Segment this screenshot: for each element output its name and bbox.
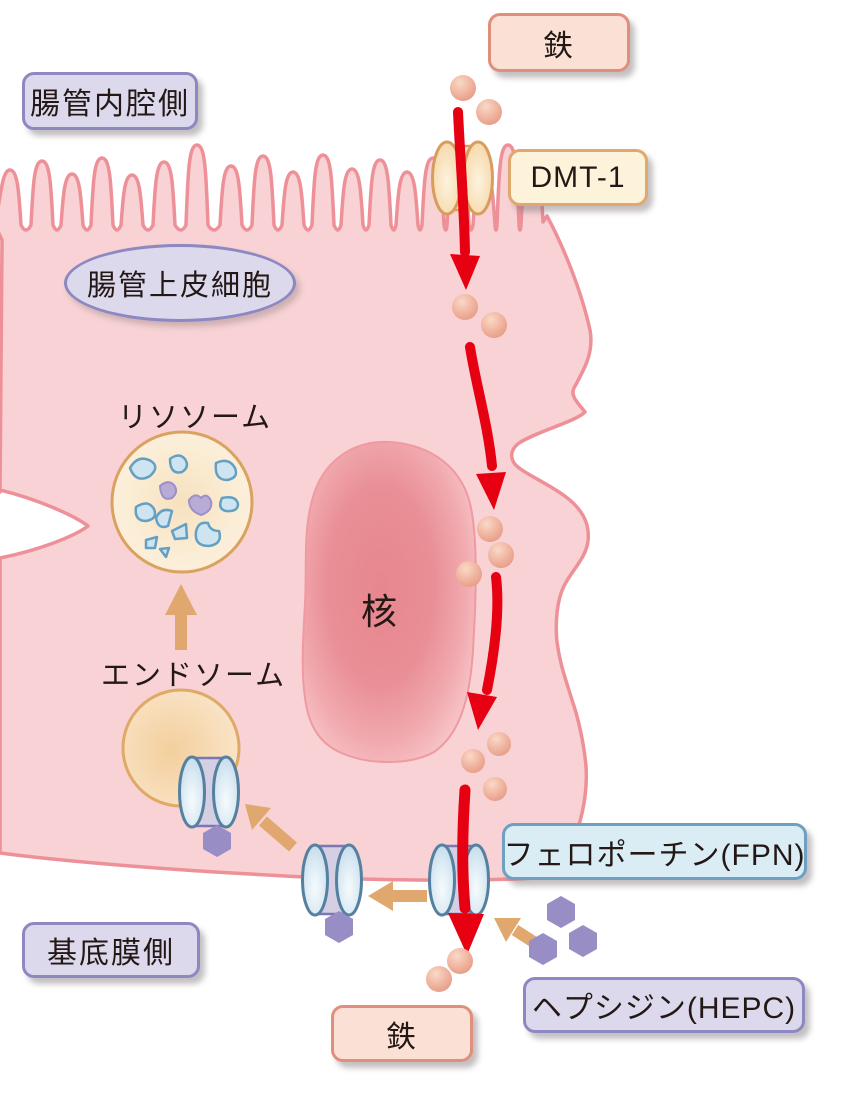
label-ferroportin: フェロポーチン(FPN) (502, 823, 807, 880)
label-lysosome: リソソーム (118, 402, 273, 434)
iron-particle (426, 966, 452, 992)
label-nucleus: 核 (361, 591, 398, 632)
hepcidin-hexagon (569, 925, 597, 957)
iron-flow-arrow-2 (465, 342, 506, 510)
lysosome (110, 430, 254, 574)
endosome-to-lysosome-arrow (165, 584, 197, 650)
iron-particle (476, 99, 502, 125)
iron-flow-arrow-4 (448, 784, 484, 955)
iron-particle (456, 561, 482, 587)
iron-particle (483, 777, 507, 801)
lysosome-debris (128, 454, 240, 559)
label-iron-bottom: 鉄 (331, 1005, 473, 1062)
label-lumen-side: 腸管内腔側 (22, 72, 198, 130)
fpn-internalization-arrow (368, 881, 427, 911)
iron-particles (426, 75, 514, 992)
hepcidin-hexagon (547, 896, 575, 928)
ferroportin-membrane-left (301, 843, 363, 917)
iron-particle (487, 732, 511, 756)
iron-flow-arrow-3 (467, 572, 503, 730)
label-dmt1: DMT-1 (508, 149, 648, 206)
label-endosome: エンドソーム (101, 660, 287, 692)
ferroportin-on-endosome (178, 755, 240, 829)
trafficking-arrows (165, 584, 547, 954)
label-hepcidin: ヘプシジン(HEPC) (523, 977, 805, 1033)
lysosome-debris-purple (159, 481, 213, 516)
epithelial-cell-body (0, 143, 593, 882)
iron-particle (447, 948, 473, 974)
iron-flow-arrows (448, 107, 506, 955)
iron-particle (477, 516, 503, 542)
iron-particle (481, 312, 507, 338)
label-basement-side: 基底膜側 (22, 922, 200, 978)
iron-particle (452, 294, 478, 320)
label-iron-top: 鉄 (488, 13, 630, 72)
label-epithelial-cell: 腸管上皮細胞 (64, 244, 296, 322)
iron-particle (450, 75, 476, 101)
nucleus (301, 440, 477, 763)
fpn-to-endosome-arrow (245, 804, 297, 852)
iron-flow-arrow-1 (450, 107, 480, 290)
iron-particle (488, 542, 514, 568)
iron-particle (461, 749, 485, 773)
